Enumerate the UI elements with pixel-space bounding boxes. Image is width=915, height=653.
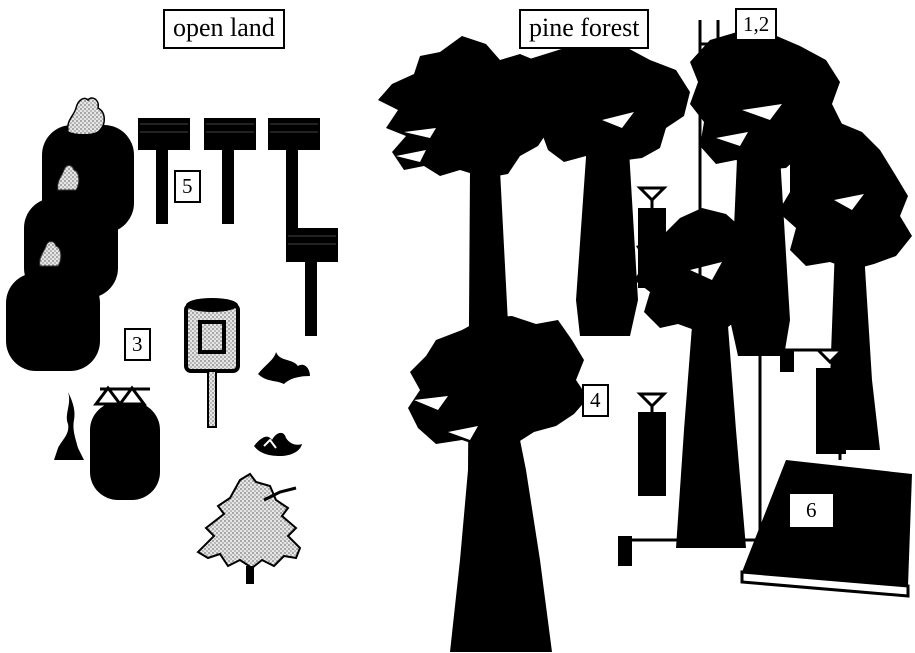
small-plant-icon	[254, 433, 302, 456]
small-box	[618, 536, 632, 566]
sign-posts	[138, 118, 338, 336]
marker-4: 4	[582, 384, 609, 417]
marker-1-2: 1,2	[735, 8, 777, 41]
open-land-label: open land	[163, 9, 285, 49]
marker-5: 5	[174, 170, 201, 203]
forest-gas-cylinder	[638, 188, 666, 288]
pine-forest-area	[378, 20, 912, 652]
tree-crown	[778, 122, 912, 270]
shrub-icon	[68, 98, 105, 135]
tree-crown	[408, 316, 588, 448]
gas-bottle-icon	[90, 388, 160, 500]
small-plant-icon	[258, 352, 310, 384]
pine-forest-label: pine forest	[519, 9, 649, 49]
small-box	[780, 350, 794, 372]
stacked-container-cylinders	[6, 125, 134, 371]
rain-sampler-icon	[186, 298, 238, 427]
marker-3: 3	[124, 328, 151, 361]
tree-crown	[520, 40, 690, 162]
forest-gas-cylinder	[638, 394, 666, 496]
small-plant-icon	[54, 392, 84, 460]
data-logger-box	[742, 460, 912, 596]
marker-6: 6	[790, 494, 833, 527]
open-land-area	[6, 98, 338, 584]
young-conifer-icon	[198, 474, 300, 584]
